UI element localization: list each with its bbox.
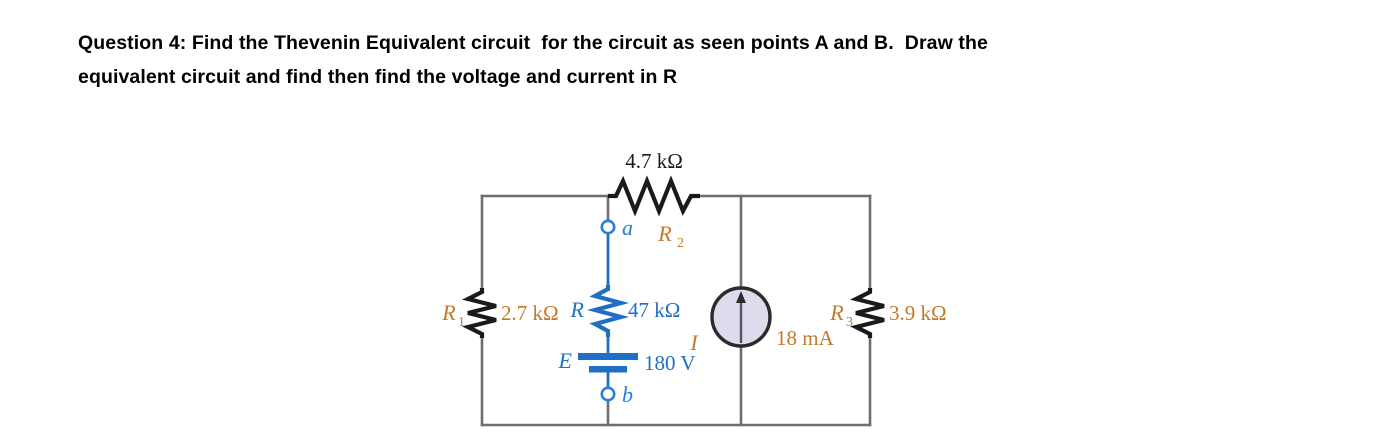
terminal-a bbox=[600, 219, 616, 235]
resistor-r1-designator: R 1 bbox=[441, 300, 465, 330]
resistor-r2-designator-letter: R bbox=[657, 221, 672, 246]
voltage-source-e-value: 180 V bbox=[644, 351, 696, 375]
resistor-r2-symbol bbox=[608, 175, 700, 217]
resistor-r2-value: 4.7 kΩ bbox=[625, 149, 683, 173]
question-prompt: Question 4: Find the Thevenin Equivalent… bbox=[78, 26, 1258, 94]
question-line-2: equivalent circuit and find then find th… bbox=[78, 66, 678, 88]
voltage-source-e-designator: E bbox=[558, 348, 573, 373]
terminal-a-label: a bbox=[622, 215, 633, 240]
resistor-r-load-designator: R bbox=[570, 297, 585, 322]
resistor-r3-designator: R 3 bbox=[829, 300, 853, 330]
resistor-r1-symbol bbox=[461, 288, 497, 338]
resistor-r2-designator-subscript: 2 bbox=[677, 236, 684, 251]
resistor-r3-designator-subscript: 3 bbox=[846, 315, 853, 330]
voltage-source-e-symbol bbox=[578, 353, 638, 373]
terminal-b-label: b bbox=[622, 382, 633, 407]
question-line-1: Question 4: Find the Thevenin Equivalent… bbox=[78, 32, 988, 54]
current-source-i-value: 18 mA bbox=[776, 326, 835, 350]
resistor-r1-value: 2.7 kΩ bbox=[501, 301, 559, 325]
resistor-r-load-value: 47 kΩ bbox=[628, 298, 680, 322]
terminal-b bbox=[600, 386, 616, 402]
resistor-r1-designator-letter: R bbox=[441, 300, 456, 325]
resistor-r2-designator: R 2 bbox=[657, 221, 684, 251]
current-source-i-symbol bbox=[710, 286, 772, 348]
current-source-i-designator: I bbox=[689, 330, 699, 355]
resistor-r1-designator-subscript: 1 bbox=[458, 315, 465, 330]
resistor-r3-designator-letter: R bbox=[829, 300, 844, 325]
wire-network bbox=[480, 194, 872, 427]
resistor-r-load-symbol bbox=[586, 285, 630, 337]
resistor-r3-value: 3.9 kΩ bbox=[889, 301, 947, 325]
resistor-r3-symbol bbox=[849, 288, 885, 338]
